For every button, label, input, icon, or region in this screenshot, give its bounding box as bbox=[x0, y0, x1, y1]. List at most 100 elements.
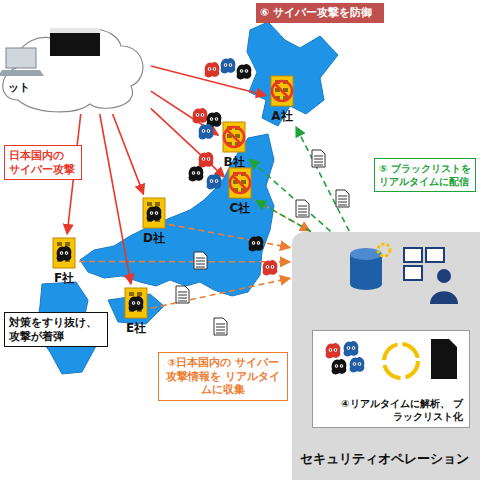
monster-icon bbox=[129, 296, 144, 311]
monster-body bbox=[326, 343, 341, 358]
document-line bbox=[216, 324, 225, 325]
monster-eye bbox=[240, 69, 244, 73]
monster-pupil bbox=[209, 68, 211, 70]
monster-icon bbox=[344, 341, 359, 356]
monster-icon bbox=[57, 246, 72, 261]
monster-icon bbox=[199, 152, 214, 167]
company-node: B社 bbox=[220, 120, 248, 171]
label-text: ⑤ ブラックリストを リアルタイムに配信 bbox=[379, 162, 471, 188]
monster-icon bbox=[199, 124, 214, 139]
monster-eye bbox=[329, 348, 333, 352]
monster-eye bbox=[202, 157, 206, 161]
document-line bbox=[314, 156, 323, 157]
building-body bbox=[271, 76, 293, 106]
document-sheet bbox=[214, 318, 227, 335]
building-window bbox=[137, 292, 142, 296]
prohibit-bar bbox=[275, 84, 289, 98]
building-window bbox=[65, 242, 70, 246]
monster-body bbox=[147, 206, 162, 221]
connector-arrow bbox=[169, 224, 290, 247]
label-text: 対策をすり抜け、 攻撃が着弾 bbox=[9, 316, 103, 343]
document-line bbox=[298, 215, 307, 216]
monster-body bbox=[344, 341, 359, 356]
monster-body bbox=[199, 152, 214, 167]
callout-box: 日本国内の サイバー攻撃 bbox=[4, 145, 82, 180]
browser-bar bbox=[50, 28, 100, 33]
monster-icon bbox=[205, 62, 220, 77]
building-body bbox=[229, 168, 251, 198]
monster-pupil bbox=[330, 349, 332, 351]
monster-pupil bbox=[353, 347, 355, 349]
company-name: A社 bbox=[268, 108, 296, 125]
prohibit-bar bbox=[233, 176, 247, 190]
analysis-box: ④リアルタイムに解析、 ブラックリスト化 bbox=[312, 330, 470, 428]
company-node: F社 bbox=[50, 236, 78, 287]
monster-eye bbox=[252, 241, 256, 245]
operator-head bbox=[437, 269, 451, 283]
blacklist-document bbox=[431, 339, 457, 379]
monster-eye bbox=[207, 129, 211, 133]
building-body bbox=[53, 238, 75, 268]
connector-arrow bbox=[151, 278, 290, 308]
document-line bbox=[196, 258, 205, 259]
document-line bbox=[216, 330, 225, 331]
document-line bbox=[178, 298, 187, 299]
monster-body bbox=[332, 359, 347, 374]
shikoku-island bbox=[108, 294, 164, 324]
document-line bbox=[178, 295, 187, 296]
document-sheet bbox=[176, 286, 189, 303]
cloud-shape bbox=[0, 18, 150, 113]
company-node: A社 bbox=[268, 74, 296, 125]
monster-eye bbox=[358, 362, 362, 366]
monster-pupil bbox=[214, 68, 216, 70]
document-line bbox=[178, 292, 187, 293]
building-body bbox=[125, 288, 147, 318]
monster-eye bbox=[132, 301, 136, 305]
soc-panel: セキュリティオペレーション④リアルタイムに解析、 ブラックリスト化 bbox=[292, 232, 480, 480]
laptop-screen bbox=[6, 48, 36, 68]
monster-icon bbox=[332, 359, 347, 374]
monster-pupil bbox=[66, 252, 68, 254]
company-name: D社 bbox=[140, 230, 168, 247]
monster-pupil bbox=[241, 70, 243, 72]
monster-pupil bbox=[202, 114, 204, 116]
monster-pupil bbox=[225, 64, 227, 66]
monster-body bbox=[207, 174, 222, 189]
monster-eye bbox=[215, 117, 219, 121]
monster-pupil bbox=[193, 172, 195, 174]
monster-pupil bbox=[336, 365, 338, 367]
monster-icon bbox=[189, 166, 204, 181]
operator-body bbox=[430, 291, 458, 304]
monster-eye bbox=[202, 129, 206, 133]
monster-eye bbox=[137, 301, 141, 305]
document-line bbox=[216, 333, 225, 334]
monster-pupil bbox=[198, 172, 200, 174]
connector-arrow bbox=[151, 108, 225, 177]
prohibit-sign bbox=[272, 81, 292, 101]
monster-pupil bbox=[208, 158, 210, 160]
document-line bbox=[196, 267, 205, 268]
monster-pupil bbox=[216, 118, 218, 120]
building-window bbox=[129, 292, 134, 296]
monster-eye bbox=[192, 171, 196, 175]
monster-icon bbox=[249, 236, 264, 251]
monster-pupil bbox=[203, 130, 205, 132]
monster-eye bbox=[201, 113, 205, 117]
document-line bbox=[196, 264, 205, 265]
document-line bbox=[314, 162, 323, 163]
database-top bbox=[350, 248, 382, 260]
monster-pupil bbox=[156, 212, 158, 214]
building-icon bbox=[268, 74, 296, 108]
monster-eye bbox=[155, 211, 159, 215]
monster-eye bbox=[271, 265, 275, 269]
browser-window bbox=[50, 28, 100, 56]
monster-eye bbox=[210, 179, 214, 183]
building-window bbox=[155, 202, 160, 206]
document-line bbox=[314, 159, 323, 160]
document-line bbox=[196, 261, 205, 262]
document-sheet bbox=[296, 200, 309, 217]
monster-body bbox=[129, 296, 144, 311]
monster-eye bbox=[196, 113, 200, 117]
monitor-icon bbox=[426, 248, 444, 262]
monster-body bbox=[57, 246, 72, 261]
